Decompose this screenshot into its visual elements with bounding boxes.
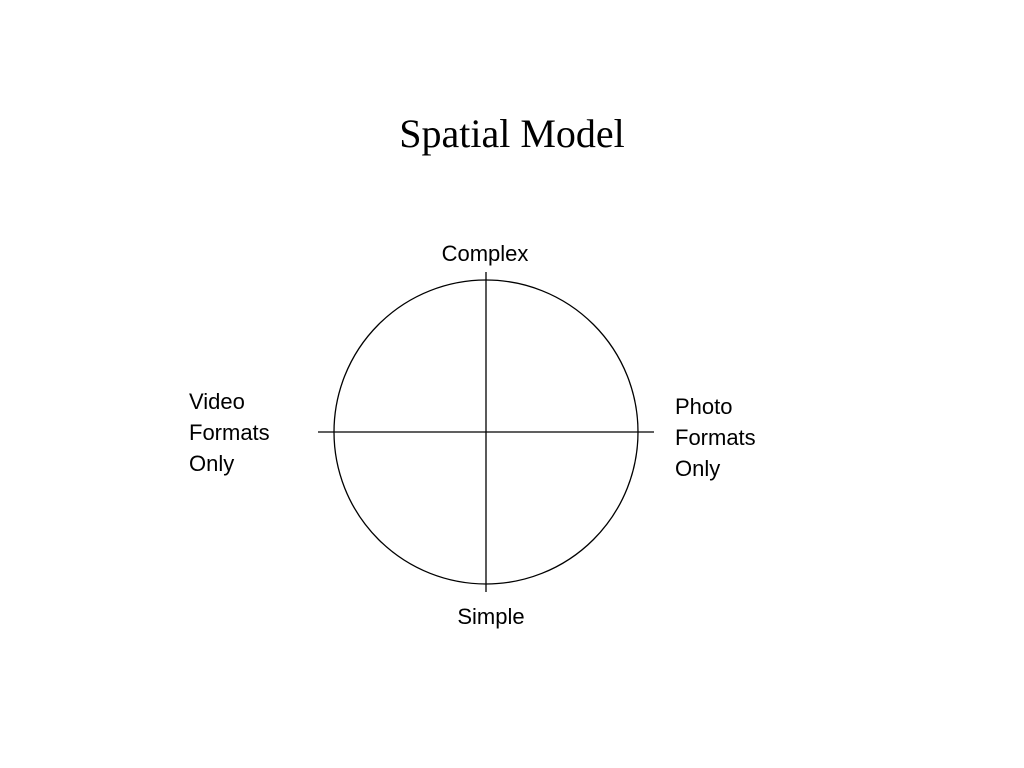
axis-label-left-line-3: Only [189, 451, 234, 476]
axis-label-left-line-2: Formats [189, 420, 270, 445]
axis-label-right-line-3: Only [675, 456, 720, 481]
page-title: Spatial Model [399, 111, 625, 156]
axis-label-left-line-1: Video [189, 389, 245, 414]
axis-label-right-line-2: Formats [675, 425, 756, 450]
axis-label-top: Complex [442, 241, 529, 266]
axis-label-right-line-1: Photo [675, 394, 733, 419]
axis-label-bottom: Simple [457, 604, 524, 629]
